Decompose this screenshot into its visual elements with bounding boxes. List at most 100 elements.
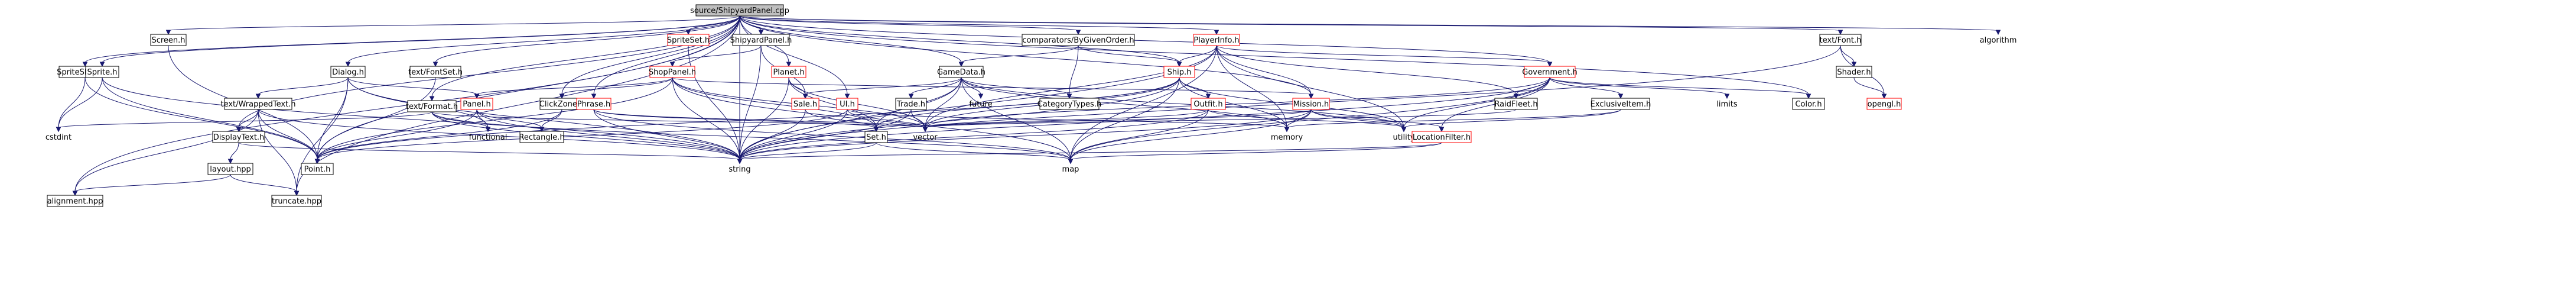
node-box [667, 34, 710, 46]
node-label: opengl.h [1868, 100, 1901, 109]
dependency-edge [230, 142, 239, 160]
node-outfit-h[interactable]: Outfit.h [1191, 98, 1226, 110]
node-label: map [1062, 165, 1079, 174]
node-label: Screen.h [151, 36, 185, 45]
node-color-h[interactable]: Color.h [1792, 98, 1825, 110]
dependency-arrowhead [432, 62, 438, 67]
node-label: Sale.h [793, 100, 817, 109]
node-displaytext-h[interactable]: DisplayText.h [212, 131, 265, 143]
node-comparators-h[interactable]: comparators/ByGivenOrder.h [1022, 34, 1135, 46]
dependency-arrowhead [1401, 127, 1407, 133]
node-text-fontset-h[interactable]: text/FontSet.h [408, 66, 463, 78]
dependency-edge [1216, 45, 1550, 63]
dependency-edge [1515, 77, 1550, 95]
node-sprite-h[interactable]: Sprite.h [85, 66, 119, 78]
dependency-arrowhead [922, 127, 928, 133]
node-categorytypes-h[interactable]: CategoryTypes.h [1037, 98, 1101, 110]
dependency-edge [593, 109, 926, 128]
node-shader-h[interactable]: Shader.h [1836, 66, 1872, 78]
dependency-edge [347, 77, 477, 95]
node-gamedata-h[interactable]: GameData.h [937, 66, 985, 78]
node-root[interactable]: source/ShipyardPanel.cpp [690, 4, 789, 17]
node-label: cstdint [45, 133, 71, 142]
node-label: RaidFleet.h [1494, 100, 1537, 109]
node-panel-h[interactable]: Panel.h [460, 98, 493, 110]
dependency-edge [739, 15, 848, 95]
dependency-edge [317, 109, 848, 160]
dependency-edge [739, 15, 962, 63]
node-ship-h[interactable]: Ship.h [1163, 66, 1195, 78]
node-clickzone-h[interactable]: ClickZone.h [539, 98, 584, 110]
dependency-edge [593, 109, 1071, 160]
node-label: truncate.hpp [272, 197, 321, 206]
dependency-edge [688, 45, 740, 160]
dependency-edge [347, 77, 740, 160]
node-alignment-hpp[interactable]: alignment.hpp [47, 195, 103, 207]
node-spriteset-h[interactable]: SpriteSet.h [667, 34, 710, 46]
node-government-h[interactable]: Government.h [1522, 66, 1578, 78]
node-label: text/Font.h [1820, 36, 1862, 45]
dependency-edge [1216, 45, 1517, 95]
node-locationfilter-h[interactable]: LocationFilter.h [1411, 131, 1472, 143]
node-raidfleet-h[interactable]: RaidFleet.h [1494, 98, 1538, 110]
node-box [150, 34, 187, 46]
node-ui-h[interactable]: UI.h [836, 98, 858, 110]
node-exclusiveitem-h[interactable]: ExclusiveItem.h [1591, 98, 1651, 110]
node-phrase-h[interactable]: Phrase.h [576, 98, 612, 110]
node-box [47, 195, 103, 207]
node-string: string [728, 165, 750, 174]
dependency-edge [74, 174, 231, 192]
dependency-edge [1216, 45, 1287, 128]
dependency-arrowhead [255, 93, 261, 99]
dependency-edge [1310, 109, 1404, 128]
node-screen-h[interactable]: Screen.h [150, 34, 187, 46]
dependency-edge [739, 15, 1217, 31]
dependency-edge [258, 109, 740, 160]
node-rectangle-h[interactable]: Rectangle.h [519, 131, 565, 143]
dependency-edge [238, 109, 259, 128]
dependency-arrowhead [737, 159, 743, 165]
dependency-edge [1070, 142, 1442, 160]
dependency-edge [230, 174, 297, 192]
node-box [1191, 98, 1226, 110]
dependency-edge [925, 109, 1517, 128]
node-box [271, 195, 322, 207]
dependency-edge [1403, 109, 1621, 128]
node-box [1866, 98, 1902, 110]
node-shoppanel-h[interactable]: ShopPanel.h [649, 66, 696, 78]
node-box [1022, 34, 1135, 46]
node-layout-hpp[interactable]: layout.hpp [207, 163, 253, 175]
node-opengl-h[interactable]: opengl.h [1866, 98, 1902, 110]
dependency-edge [1216, 45, 1404, 128]
dependency-edge [347, 15, 740, 63]
node-label: Mission.h [1293, 100, 1329, 109]
node-text-format-h[interactable]: text/Format.h [406, 100, 458, 112]
dependency-arrowhead [1724, 93, 1730, 99]
dependency-arrowhead [1995, 30, 2001, 36]
dependency-arrowhead [1214, 30, 1219, 36]
dependency-edge [1070, 109, 1209, 160]
dependency-edge [1549, 77, 1809, 95]
dependency-arrowhead [908, 93, 914, 99]
dependency-edge [805, 77, 962, 95]
node-trade-h[interactable]: Trade.h [895, 98, 927, 110]
node-label: Point.h [304, 165, 331, 174]
node-planet-h[interactable]: Planet.h [771, 66, 806, 78]
node-sale-h[interactable]: Sale.h [791, 98, 819, 110]
node-label: limits [1716, 100, 1738, 109]
node-mission-h[interactable]: Mission.h [1292, 98, 1330, 110]
node-playerinfo-h[interactable]: PlayerInfo.h [1193, 34, 1240, 46]
dependency-edge [910, 77, 962, 95]
node-dialog-h[interactable]: Dialog.h [330, 66, 366, 78]
node-text-wrappedtext-h[interactable]: text/WrappedText.h [220, 98, 296, 110]
node-box [1819, 34, 1862, 46]
node-shipyardpanel-h[interactable]: ShipyardPanel.h [730, 34, 792, 46]
node-set-h[interactable]: Set.h [864, 131, 888, 143]
node-cstdint: cstdint [45, 133, 71, 142]
node-text-font-h[interactable]: text/Font.h [1819, 34, 1862, 46]
node-point-h[interactable]: Point.h [301, 163, 334, 175]
node-truncate-hpp[interactable]: truncate.hpp [271, 195, 322, 207]
dependency-edge [561, 15, 740, 95]
